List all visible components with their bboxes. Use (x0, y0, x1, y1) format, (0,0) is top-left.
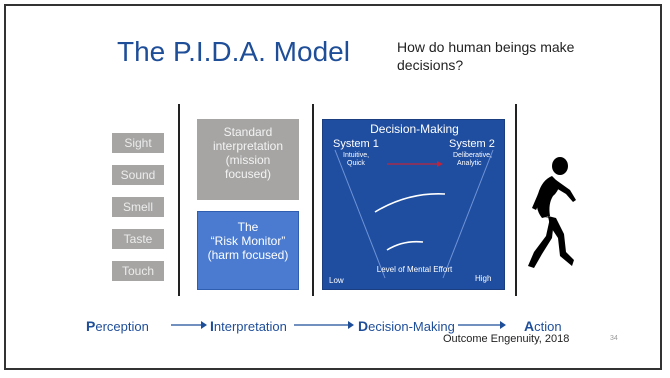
flow-decision-making: Decision-Making (358, 318, 455, 334)
page-number: 34 (610, 335, 618, 342)
divider-1 (178, 104, 180, 296)
system2-title: System 2 (449, 138, 495, 150)
effort-diagram (334, 149, 494, 279)
lower-effort-curve (386, 240, 424, 251)
flow-arrow-3 (458, 321, 506, 329)
flow-a-initial: A (524, 318, 535, 334)
flow-p-initial: P (86, 318, 96, 334)
running-person-icon (528, 157, 576, 268)
risk-monitor-line3: (harm focused) (207, 248, 289, 262)
sense-sound: Sound (112, 165, 164, 185)
high-label: High (475, 274, 492, 283)
divider-3 (515, 104, 517, 296)
system2-desc2: Analytic (457, 160, 482, 167)
footer-credit: Outcome Engenuity, 2018 (443, 333, 570, 345)
system1-desc2: Quick (347, 160, 365, 167)
flow-arrow-1 (171, 321, 207, 329)
red-arrow-head (437, 161, 443, 167)
sense-touch: Touch (112, 261, 164, 281)
flow-i-initial: I (210, 318, 214, 334)
flow-d-initial: D (358, 318, 369, 334)
left-funnel-line (334, 149, 386, 279)
flow-perception: Perception (86, 318, 149, 334)
slide-subtitle: How do human beings make decisions? (397, 39, 575, 73)
flow-arrow-2 (294, 321, 354, 329)
risk-monitor-line1: The (237, 220, 259, 234)
flow-d-rest: ecision-Making (368, 319, 455, 334)
slide-title: The P.I.D.A. Model (117, 36, 350, 67)
system1-desc1: Intuitive, (343, 152, 370, 159)
divider-2 (312, 104, 314, 296)
flow-action: Action (524, 318, 562, 334)
sense-sight: Sight (112, 133, 164, 153)
sense-taste: Taste (112, 229, 164, 249)
decision-making-box: Decision-Making System 1 Intuitive, Quic… (322, 119, 505, 290)
sense-smell: Smell (112, 197, 164, 217)
risk-monitor-line2: “Risk Monitor” (210, 234, 286, 248)
flow-interpretation: Interpretation (210, 318, 287, 334)
right-funnel-line (442, 149, 494, 279)
system2-desc1: Deliberative, (453, 152, 492, 159)
effort-label: Level of Mental Effort (376, 265, 453, 274)
flow-i-rest: nterpretation (213, 319, 287, 334)
low-label: Low (329, 276, 344, 285)
standard-interpretation-box: Standard interpretation (mission focused… (197, 119, 299, 200)
decision-making-heading: Decision-Making (370, 122, 459, 136)
risk-monitor-box: The “Risk Monitor” (harm focused) (197, 211, 299, 290)
flow-a-rest: ction (534, 319, 562, 334)
system1-title: System 1 (333, 138, 379, 150)
upper-effort-curve (374, 193, 446, 213)
flow-p-rest: erception (95, 319, 149, 334)
